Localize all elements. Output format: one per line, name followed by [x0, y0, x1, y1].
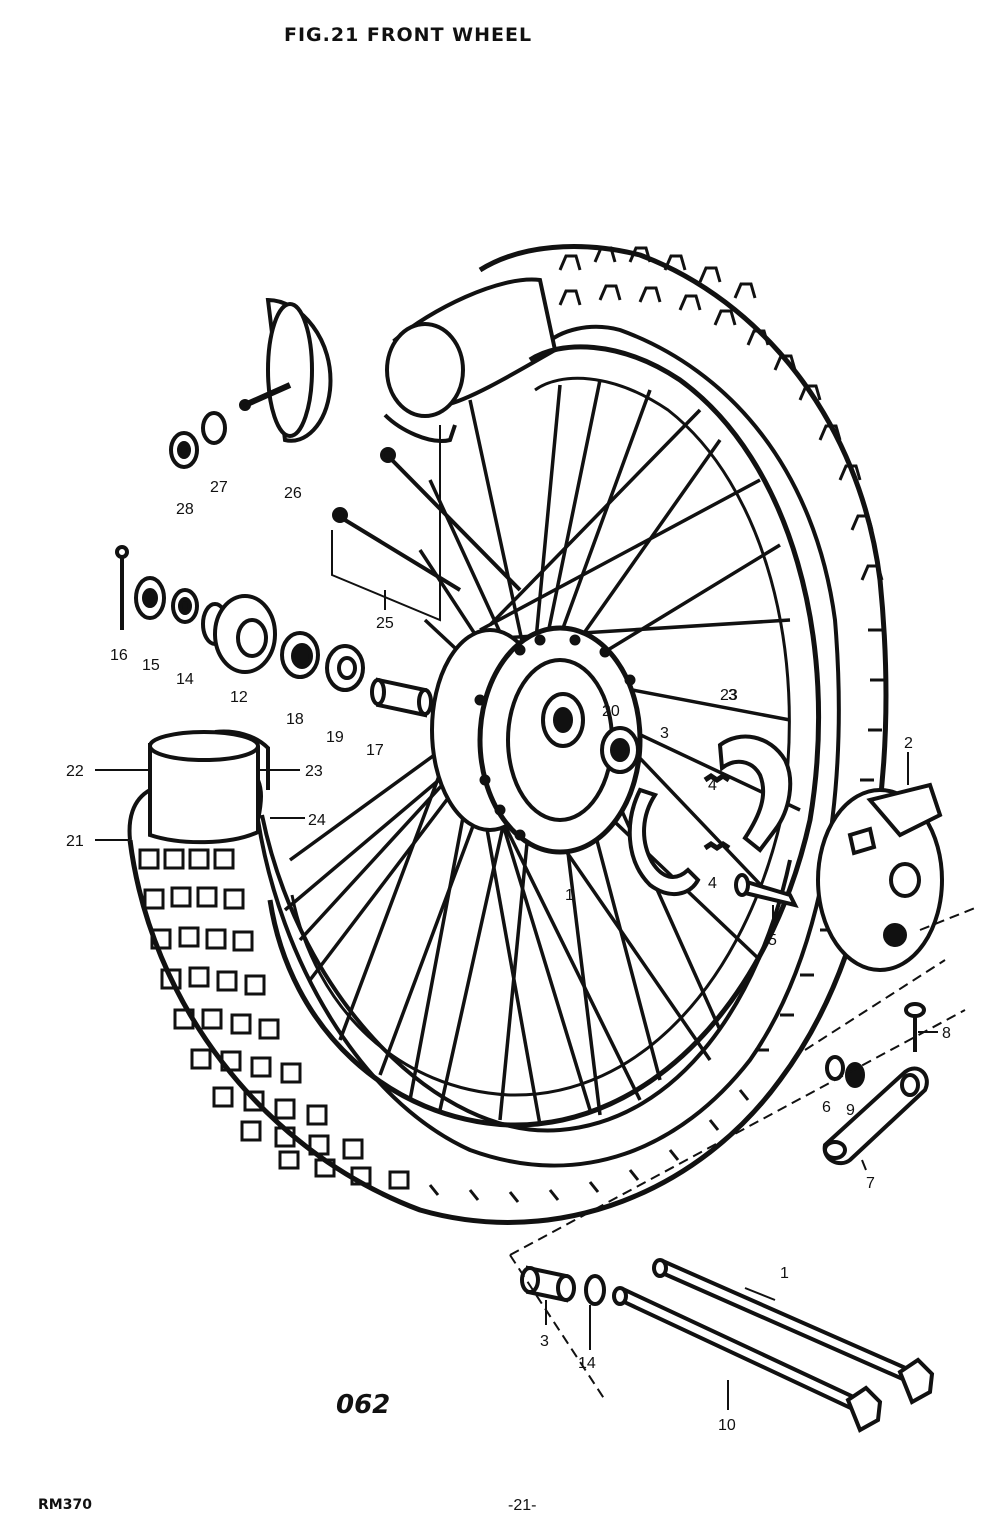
figure-code: 062	[336, 1390, 391, 1420]
nut-15	[134, 576, 166, 620]
callout-22: 22	[66, 763, 84, 780]
washer-14	[171, 588, 199, 624]
callout-18: 18	[286, 711, 304, 728]
callout-4a: 4	[708, 777, 717, 794]
washers-6-9	[825, 1055, 865, 1088]
callout-2: 2	[904, 735, 913, 752]
bearing-19	[325, 644, 365, 692]
callout-25: 25	[376, 615, 394, 632]
figure-title: FIG.21 FRONT WHEEL	[284, 24, 533, 46]
callout-23a: 23	[305, 763, 323, 780]
callout-4b: 4	[708, 875, 717, 892]
callout-21: 21	[66, 833, 84, 850]
callout-23b: 23	[720, 687, 738, 704]
washer-27	[201, 411, 227, 445]
brake-arm	[822, 1066, 929, 1166]
brake-shoe-upper	[717, 734, 793, 853]
rim-band	[214, 729, 792, 1133]
bolt-8	[904, 1002, 926, 1052]
callout-3c: 3	[540, 1333, 549, 1350]
axle-spacer	[520, 1265, 576, 1303]
callout-15: 15	[142, 657, 160, 674]
callout-27: 27	[210, 479, 228, 496]
tire-tread	[138, 848, 750, 1203]
callout-1b: 1	[565, 887, 574, 904]
callout-8: 8	[942, 1025, 951, 1042]
callout-6: 6	[822, 1099, 831, 1116]
dashed-group-lines	[509, 907, 976, 1401]
callout-3b: 3	[728, 687, 737, 704]
tube-section-top	[383, 277, 558, 443]
callout-28: 28	[176, 501, 194, 518]
callout-14b: 14	[578, 1355, 596, 1372]
callout-labels	[95, 590, 938, 1410]
collar-12	[201, 594, 277, 674]
washer-14-lower	[584, 1274, 606, 1306]
callout-5: 5	[768, 932, 777, 949]
spacer-17	[370, 677, 433, 718]
axle	[612, 1286, 883, 1433]
oil-seal-18	[280, 631, 320, 679]
spoke-set-25	[331, 425, 522, 622]
callout-9: 9	[846, 1102, 855, 1119]
callout-19: 19	[326, 729, 344, 746]
axle-long	[652, 1258, 935, 1405]
callout-14a: 14	[176, 671, 194, 688]
model-code: RM370	[38, 1497, 92, 1513]
brake-cam	[734, 873, 799, 908]
hub	[430, 625, 643, 855]
speedometer-gearbox-26	[239, 297, 333, 443]
callout-26: 26	[284, 485, 302, 502]
brake-shoe-lower	[627, 787, 701, 896]
brake-springs	[703, 772, 731, 852]
callout-24: 24	[308, 812, 326, 829]
callout-7: 7	[866, 1175, 875, 1192]
callout-3a: 3	[660, 725, 669, 742]
callout-20: 20	[602, 703, 620, 720]
brake-panel	[816, 782, 944, 972]
tube	[148, 730, 260, 845]
callout-17: 17	[366, 742, 384, 759]
cotter-pin-16	[115, 545, 129, 630]
callout-16: 16	[110, 647, 128, 664]
bearing-20	[600, 726, 640, 774]
page-number: -21-	[508, 1497, 537, 1514]
callout-10: 10	[718, 1417, 736, 1434]
callout-12: 12	[230, 689, 248, 706]
washer-28	[169, 431, 199, 469]
callout-1a: 1	[780, 1265, 789, 1282]
callout-texts: 1 1 2 3 3 3 4 4 5 6 7 8 9 10 12 14 14 15…	[66, 479, 951, 1434]
